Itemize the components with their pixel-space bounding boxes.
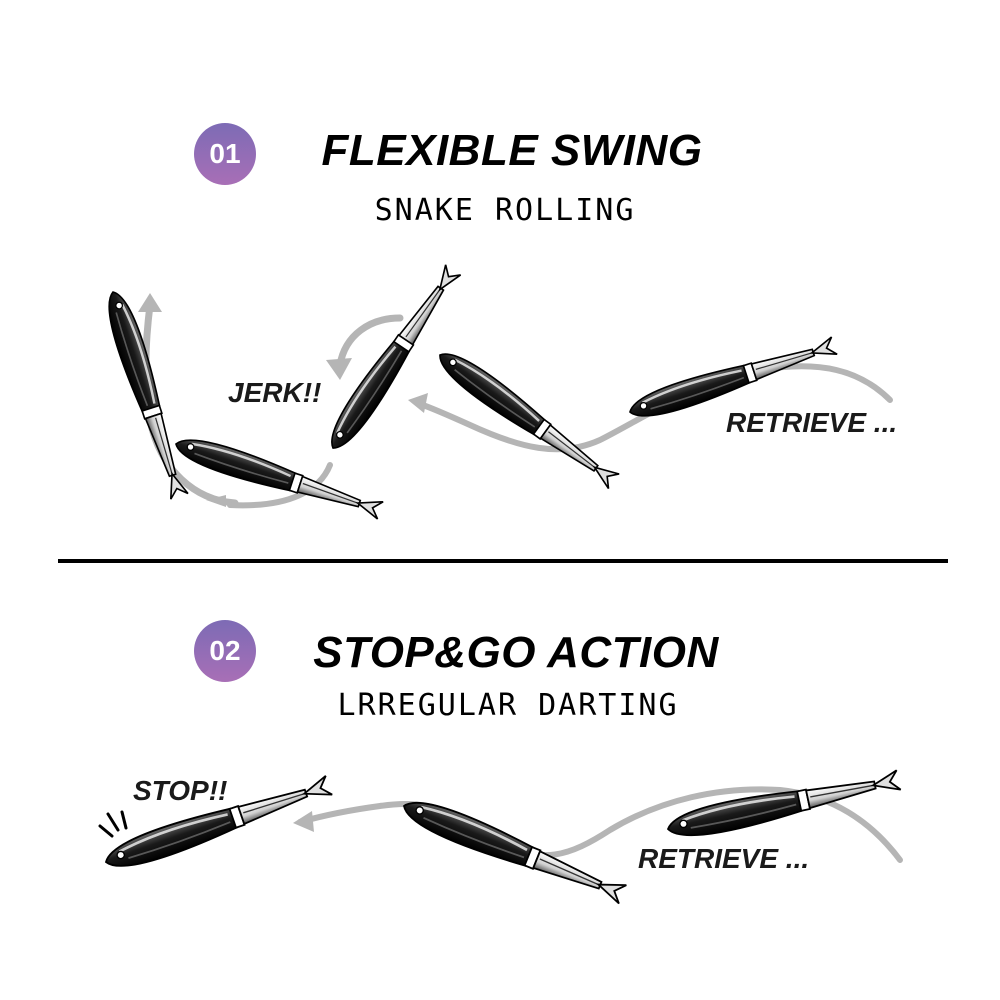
impact-lines-icon [98,810,128,838]
jointed-fishing-lure-icon [397,791,630,909]
section-divider [58,559,948,563]
section-2-title: STOP&GO ACTION [313,628,719,677]
retrieve-caption-2: RETRIEVE ... [638,843,809,874]
jerk-caption: JERK!! [228,377,321,408]
section-2-subtitle: LRREGULAR DARTING [337,688,679,723]
jointed-fishing-lure-icon [663,764,903,845]
arrow-head-icon [326,358,352,380]
section-1-number-badge: 01 [194,123,256,185]
section-1-subtitle: SNAKE ROLLING [374,193,636,228]
section-2-number-badge: 02 [194,620,256,682]
motion-arrow-icon [417,363,893,453]
retrieve-caption-1: RETRIEVE ... [726,407,897,438]
motion-arrow-icon [336,314,404,369]
motion-arrow-icon [227,462,333,509]
section-2-number: 02 [209,635,241,666]
stop-caption: STOP!! [133,775,227,806]
section-1-number: 01 [209,138,241,169]
arrow-head-icon [138,293,162,312]
arrow-head-icon [293,811,314,832]
arrow-head-icon [206,495,226,507]
arrow-head-icon [408,393,428,413]
jointed-fishing-lure-icon [170,430,386,524]
section-1-title: FLEXIBLE SWING [321,126,703,175]
